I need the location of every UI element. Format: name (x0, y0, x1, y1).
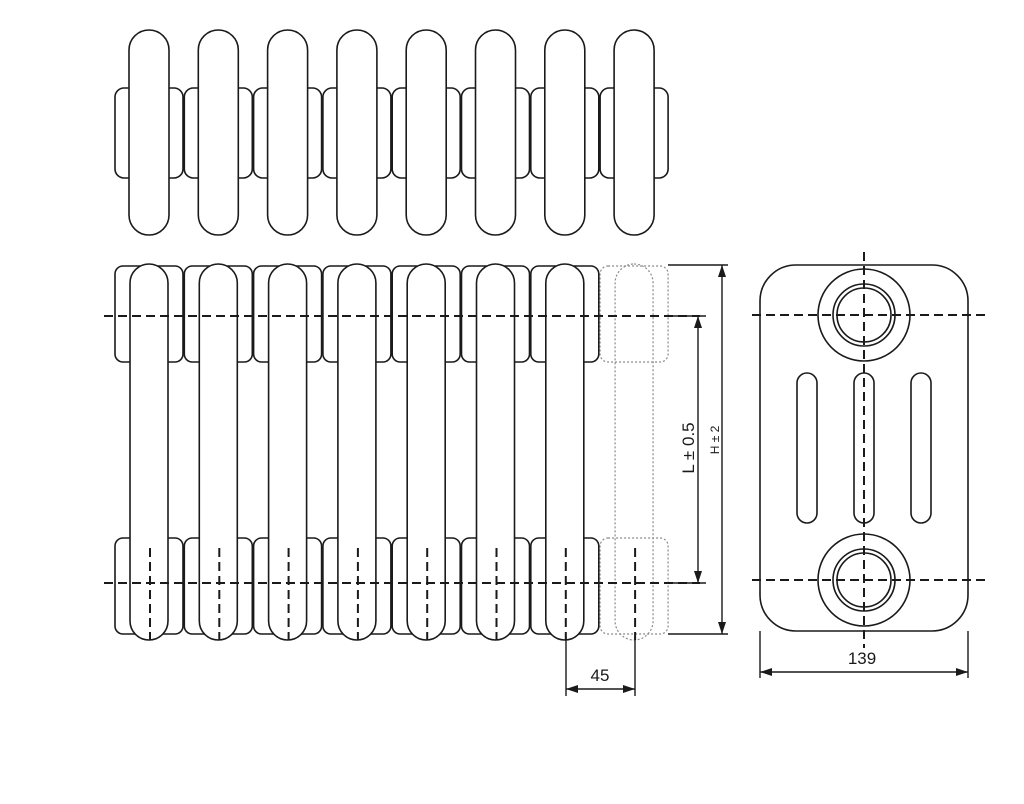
top-view (114, 29, 669, 236)
slot-left (796, 372, 818, 524)
top-column (405, 29, 448, 236)
top-column (474, 29, 517, 236)
top-column (613, 29, 655, 236)
top-column (266, 29, 309, 236)
ghost-lower-hub (599, 537, 669, 635)
side-view: 139 (752, 252, 986, 678)
slot-right (910, 372, 932, 524)
connection-distance-label: L ± 0.5 (679, 422, 698, 473)
front-view: L ± 0.5 H ± 2 45 (104, 263, 728, 696)
top-column (128, 29, 170, 236)
section-pitch-dimension: 45 (565, 636, 636, 696)
connection-distance-dimension: L ± 0.5 (668, 315, 706, 584)
top-column (543, 29, 586, 236)
height-dimension: H ± 2 (668, 264, 728, 635)
depth-dimension: 139 (759, 631, 969, 678)
top-column (336, 29, 378, 236)
height-label: H ± 2 (708, 425, 722, 454)
ghost-upper-hub (599, 265, 669, 363)
top-column (197, 29, 240, 236)
depth-label: 139 (848, 649, 876, 668)
section-pitch-label: 45 (591, 666, 610, 685)
